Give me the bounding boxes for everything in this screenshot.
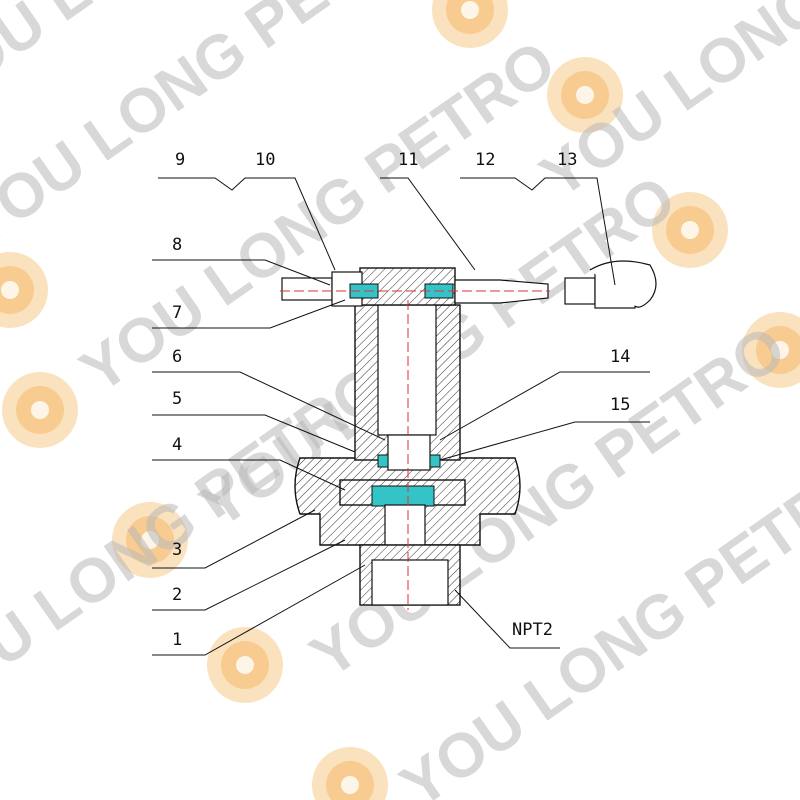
label-5: 5 [172, 389, 182, 409]
label-9: 9 [175, 150, 185, 170]
label-12: 12 [475, 150, 495, 170]
part-labels: 9 10 11 12 13 8 7 6 5 4 3 2 1 14 15 NPT2 [172, 150, 630, 650]
label-3: 3 [172, 540, 182, 560]
label-10: 10 [255, 150, 275, 170]
label-13: 13 [557, 150, 577, 170]
label-11: 11 [398, 150, 418, 170]
label-1: 1 [172, 630, 182, 650]
label-6: 6 [172, 347, 182, 367]
label-14: 14 [610, 347, 630, 367]
label-npt2: NPT2 [512, 620, 553, 640]
valve-body [280, 260, 657, 610]
label-7: 7 [172, 303, 182, 323]
leader-lines [152, 177, 650, 656]
label-2: 2 [172, 585, 182, 605]
label-8: 8 [172, 235, 182, 255]
label-4: 4 [172, 435, 182, 455]
label-15: 15 [610, 395, 630, 415]
